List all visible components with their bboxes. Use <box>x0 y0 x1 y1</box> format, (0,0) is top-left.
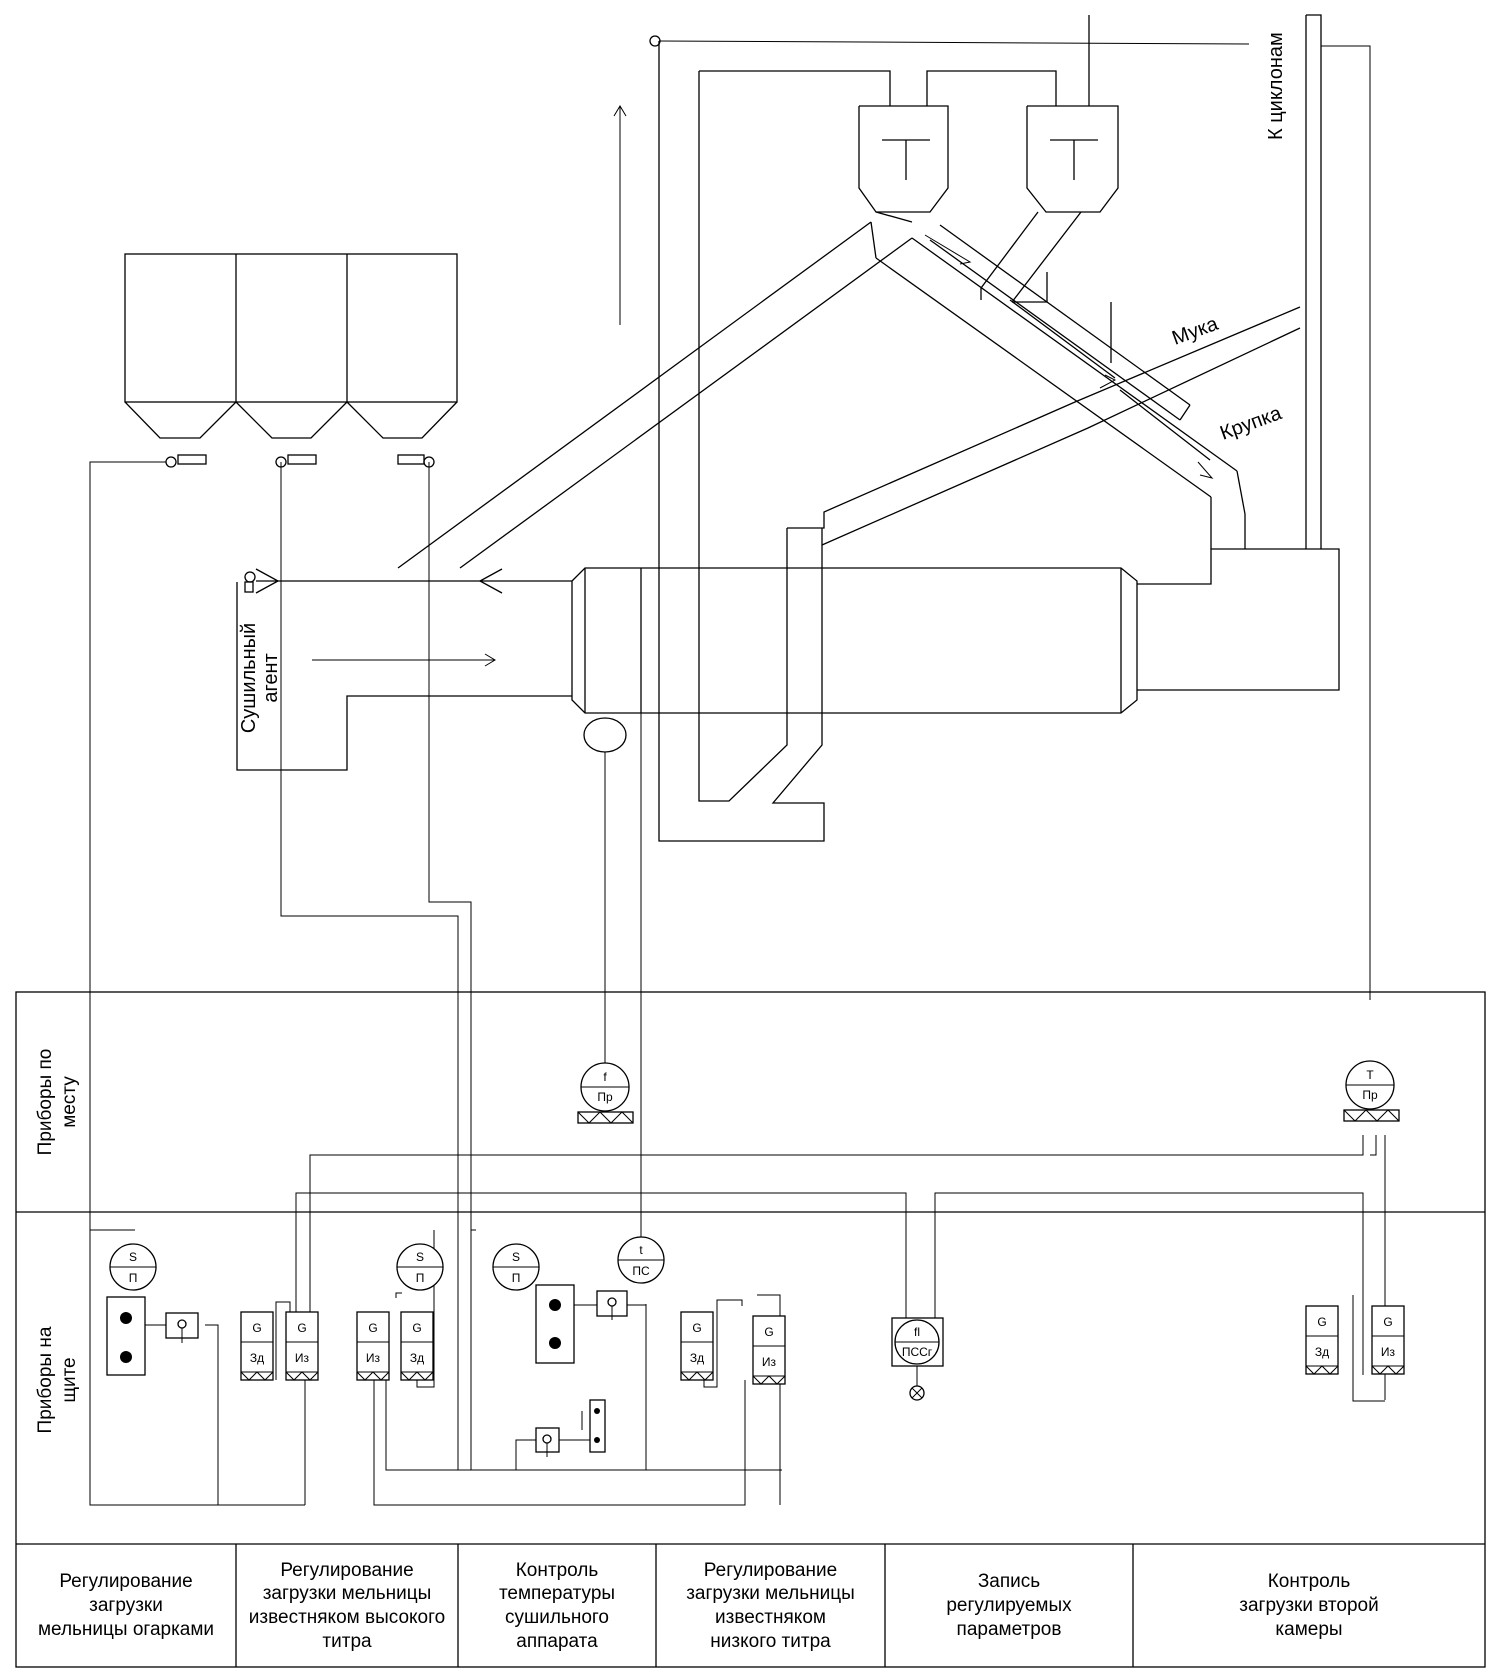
separators <box>658 15 1119 842</box>
g_iz_1-bottom: Из <box>295 1351 310 1365</box>
g_zd_2-top: G <box>412 1321 421 1335</box>
field-f-bottom: Пр <box>597 1090 613 1104</box>
caption-col-4: Регулирование загрузки мельницы известня… <box>686 1559 855 1652</box>
cyclone-pipes <box>613 14 1371 1000</box>
panel-g-zd-3: G Зд <box>680 1311 714 1381</box>
field-instrument-T: T Пр <box>1343 1060 1400 1122</box>
g_iz_1-top: G <box>297 1321 306 1335</box>
g_iz_2-top: G <box>368 1321 377 1335</box>
svg-text:П: П <box>129 1271 138 1285</box>
g_iz_3-top: G <box>764 1325 773 1339</box>
svg-text:П: П <box>512 1271 521 1285</box>
field-T-bottom: Пр <box>1362 1088 1378 1102</box>
ducts <box>397 211 1301 569</box>
panel-t-ps: t ПС <box>617 1236 665 1284</box>
field-instrument-f: f Пр <box>577 1062 634 1124</box>
panel-g-iz-2: G Из <box>356 1311 390 1381</box>
label-flour: Мука <box>1169 313 1222 350</box>
g_iz_3-bottom: Из <box>762 1355 777 1369</box>
panel-s3: S П <box>492 1243 540 1291</box>
svg-text:S: S <box>416 1250 424 1264</box>
relay-block-3 <box>535 1399 606 1457</box>
g_iz_4-bottom: Из <box>1381 1345 1396 1359</box>
svg-text:П: П <box>416 1271 425 1285</box>
label-to-cyclones: К циклонам <box>1265 32 1287 140</box>
panel-fl-pssg: fl ПССг <box>891 1317 944 1401</box>
relay-block-1 <box>106 1296 199 1376</box>
g_zd_4-bottom: Зд <box>1315 1345 1329 1359</box>
svg-text:S: S <box>129 1250 137 1264</box>
svg-text:t: t <box>639 1243 643 1257</box>
caption-col-5: Запись регулируемых параметров <box>946 1571 1072 1640</box>
svg-text:ПССг: ПССг <box>902 1345 933 1359</box>
g_zd_3-bottom: Зд <box>690 1351 704 1365</box>
g_zd_2-bottom: Зд <box>410 1351 424 1365</box>
g_zd_3-top: G <box>692 1321 701 1335</box>
panel-g-zd-2: G Зд <box>400 1311 434 1381</box>
hoppers <box>124 253 458 439</box>
drying-agent-duct <box>236 568 572 771</box>
g_zd_1-top: G <box>252 1321 261 1335</box>
panel-g-iz-3: G Из <box>752 1315 786 1385</box>
panel-g-iz-4: G Из <box>1371 1305 1405 1375</box>
field-T-top: T <box>1366 1068 1374 1082</box>
svg-text:fl: fl <box>914 1325 920 1339</box>
svg-text:S: S <box>512 1250 520 1264</box>
panel-s1: S П <box>109 1243 157 1291</box>
field-f-top: f <box>603 1070 607 1084</box>
g_iz_4-top: G <box>1383 1315 1392 1329</box>
label-grit: Крупка <box>1217 402 1285 445</box>
caption-col-2: Регулирование загрузки мельницы известня… <box>248 1559 446 1652</box>
caption-col-3: Контроль температуры сушильного аппарата <box>498 1559 616 1652</box>
row-panel-instruments: Приборы на щите <box>35 1326 80 1434</box>
label-drying-agent: Сушильный агент <box>238 622 282 734</box>
svg-text:ПС: ПС <box>632 1264 650 1278</box>
caption-col-6: Контроль загрузки второй камеры <box>1239 1571 1379 1640</box>
panel-g-iz-1: G Из <box>285 1311 319 1381</box>
panel-g-zd-1: G Зд <box>240 1311 274 1381</box>
mill-drum <box>571 548 1340 753</box>
caption-col-1: Регулирование загрузки мельницы огарками <box>37 1571 215 1640</box>
relay-block-2 <box>535 1284 628 1364</box>
panel-g-zd-4: G Зд <box>1305 1305 1339 1375</box>
g_zd_1-bottom: Зд <box>250 1351 264 1365</box>
row-field-instruments: Приборы по месту <box>35 1048 80 1156</box>
table-grid <box>15 991 1486 1668</box>
g_zd_4-top: G <box>1317 1315 1326 1329</box>
g_iz_2-bottom: Из <box>366 1351 381 1365</box>
panel-s2: S П <box>396 1243 444 1291</box>
